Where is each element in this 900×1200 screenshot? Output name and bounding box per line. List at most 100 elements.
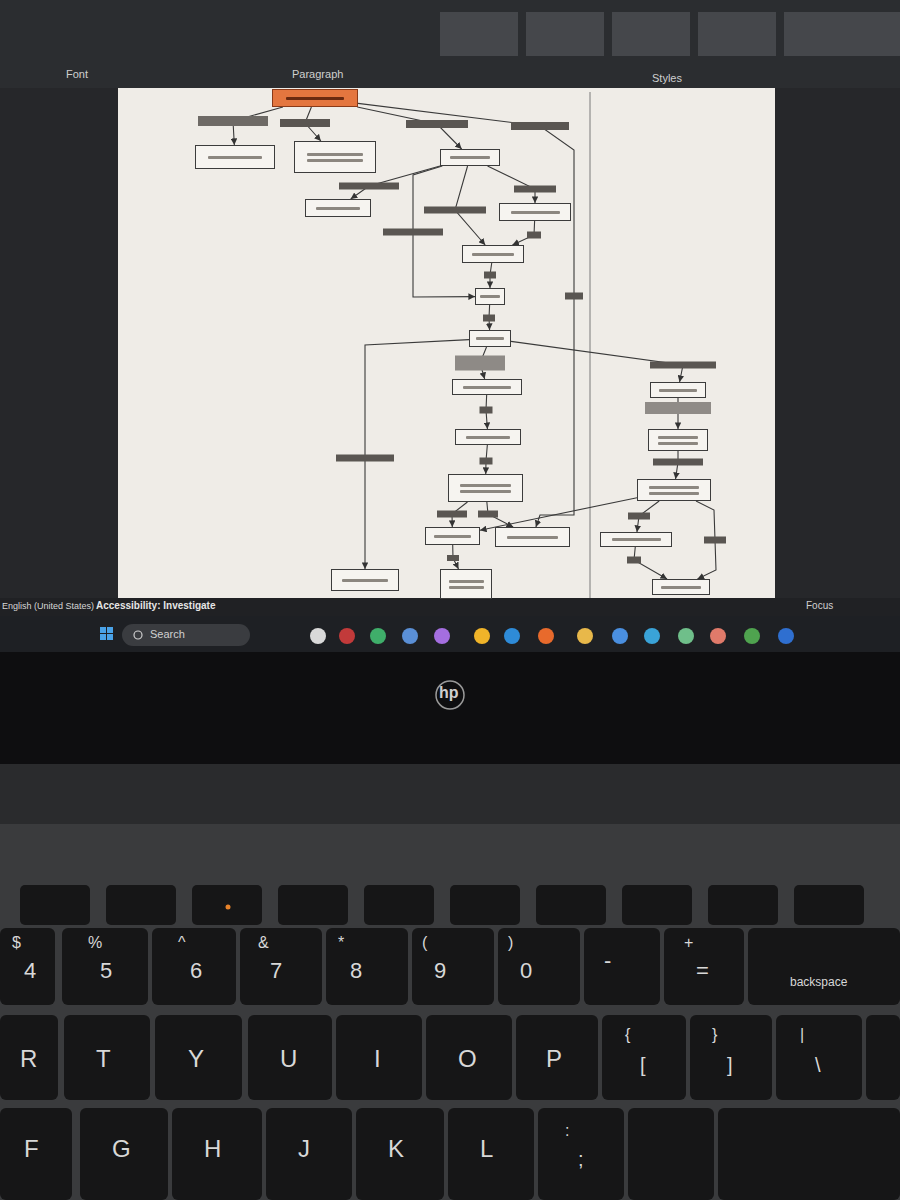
edge-label-patch: [480, 458, 493, 465]
app-icon: [778, 628, 794, 644]
logo-square: [100, 627, 106, 633]
process-box: [648, 429, 708, 451]
key-legend: +: [684, 934, 693, 952]
key: [584, 928, 660, 1005]
key: [62, 928, 148, 1005]
hinge: [0, 764, 900, 824]
key-legend: |: [800, 1026, 804, 1044]
edge-label-patch: [511, 122, 569, 130]
illegible-text-blur: [449, 586, 484, 589]
illegible-text-blur: [649, 492, 699, 495]
key-legend: :: [565, 1122, 569, 1140]
edge-label-patch: [480, 407, 493, 414]
connector: [480, 498, 637, 531]
illegible-text-blur: [511, 211, 560, 214]
function-key: [364, 885, 434, 925]
ui-label: Font: [66, 68, 88, 81]
ui-label: Paragraph: [292, 68, 343, 81]
process-box: [650, 382, 706, 398]
process-box: [455, 429, 521, 445]
key-legend: 6: [190, 958, 202, 983]
function-key: [20, 885, 90, 925]
edge-label-patch: [336, 455, 394, 462]
illegible-text-blur: [480, 295, 500, 298]
edge-label-patch: [483, 315, 495, 322]
key: [0, 1015, 58, 1100]
key: [152, 928, 236, 1005]
key: [690, 1015, 772, 1100]
illegible-text-blur: [460, 484, 511, 487]
key: [64, 1015, 150, 1100]
process-box: [637, 479, 711, 501]
edge-label-patch: [424, 207, 486, 214]
key-legend: P: [546, 1045, 562, 1073]
key-legend: 4: [24, 958, 36, 983]
app-icon: [612, 628, 628, 644]
function-key: [278, 885, 348, 925]
key-legend: F: [24, 1135, 39, 1163]
search-box: [122, 624, 250, 646]
key-legend: 8: [350, 958, 362, 983]
ribbon: [0, 0, 900, 88]
connector: [455, 166, 485, 245]
illegible-text-blur: [661, 586, 700, 589]
function-key: [106, 885, 176, 925]
key-legend: T: [96, 1045, 111, 1073]
process-box: [305, 199, 371, 217]
edge-label-patch: [339, 183, 399, 190]
function-key: [536, 885, 606, 925]
illegible-text-blur: [316, 207, 361, 210]
app-icon: [744, 628, 760, 644]
function-key: [708, 885, 778, 925]
edge-label-patch: [527, 232, 541, 239]
illegible-text-blur: [307, 153, 363, 156]
key: [602, 1015, 686, 1100]
style-tile: [698, 12, 776, 56]
function-key: [450, 885, 520, 925]
ui-label: Search: [150, 628, 185, 641]
key-legend: K: [388, 1135, 404, 1163]
windows-logo: [100, 627, 113, 640]
style-tile: [612, 12, 690, 56]
key: [516, 1015, 598, 1100]
key-legend: I: [374, 1045, 381, 1073]
key-legend: ;: [578, 1148, 584, 1171]
illegible-text-blur: [649, 486, 699, 489]
key: [448, 1108, 534, 1200]
key: [498, 928, 580, 1005]
illegible-text-blur: [208, 156, 263, 159]
keyboard-deck: [0, 764, 900, 1200]
edge-label-patch: [280, 119, 330, 127]
edge-label-patch: [514, 186, 556, 193]
logo-square: [107, 627, 113, 633]
taskbar: [0, 616, 900, 652]
process-box: [440, 149, 500, 166]
key-legend: [: [640, 1054, 646, 1077]
edge-label-patch: [447, 555, 459, 561]
illegible-text-blur: [658, 442, 699, 445]
key-legend: \: [815, 1054, 821, 1077]
illegible-text-blur: [449, 580, 484, 583]
process-box: [272, 89, 358, 107]
key-legend: ): [508, 934, 513, 952]
edge-label-patch: [565, 293, 583, 300]
edge-label-patch: [437, 511, 467, 518]
key: [426, 1015, 512, 1100]
taskbar-icons: [310, 628, 794, 644]
logo-square: [107, 634, 113, 640]
illegible-text-blur: [658, 436, 699, 439]
key: [664, 928, 744, 1005]
key: [240, 928, 322, 1005]
app-icon: [678, 628, 694, 644]
illegible-text-blur: [434, 535, 471, 538]
key-legend: O: [458, 1045, 477, 1073]
key: [0, 1108, 72, 1200]
key-legend: ]: [727, 1054, 733, 1077]
style-tile: [526, 12, 604, 56]
document-page: [118, 88, 775, 612]
key-legend: Y: [188, 1045, 204, 1073]
function-key: [192, 885, 262, 925]
search-icon: [134, 631, 142, 639]
